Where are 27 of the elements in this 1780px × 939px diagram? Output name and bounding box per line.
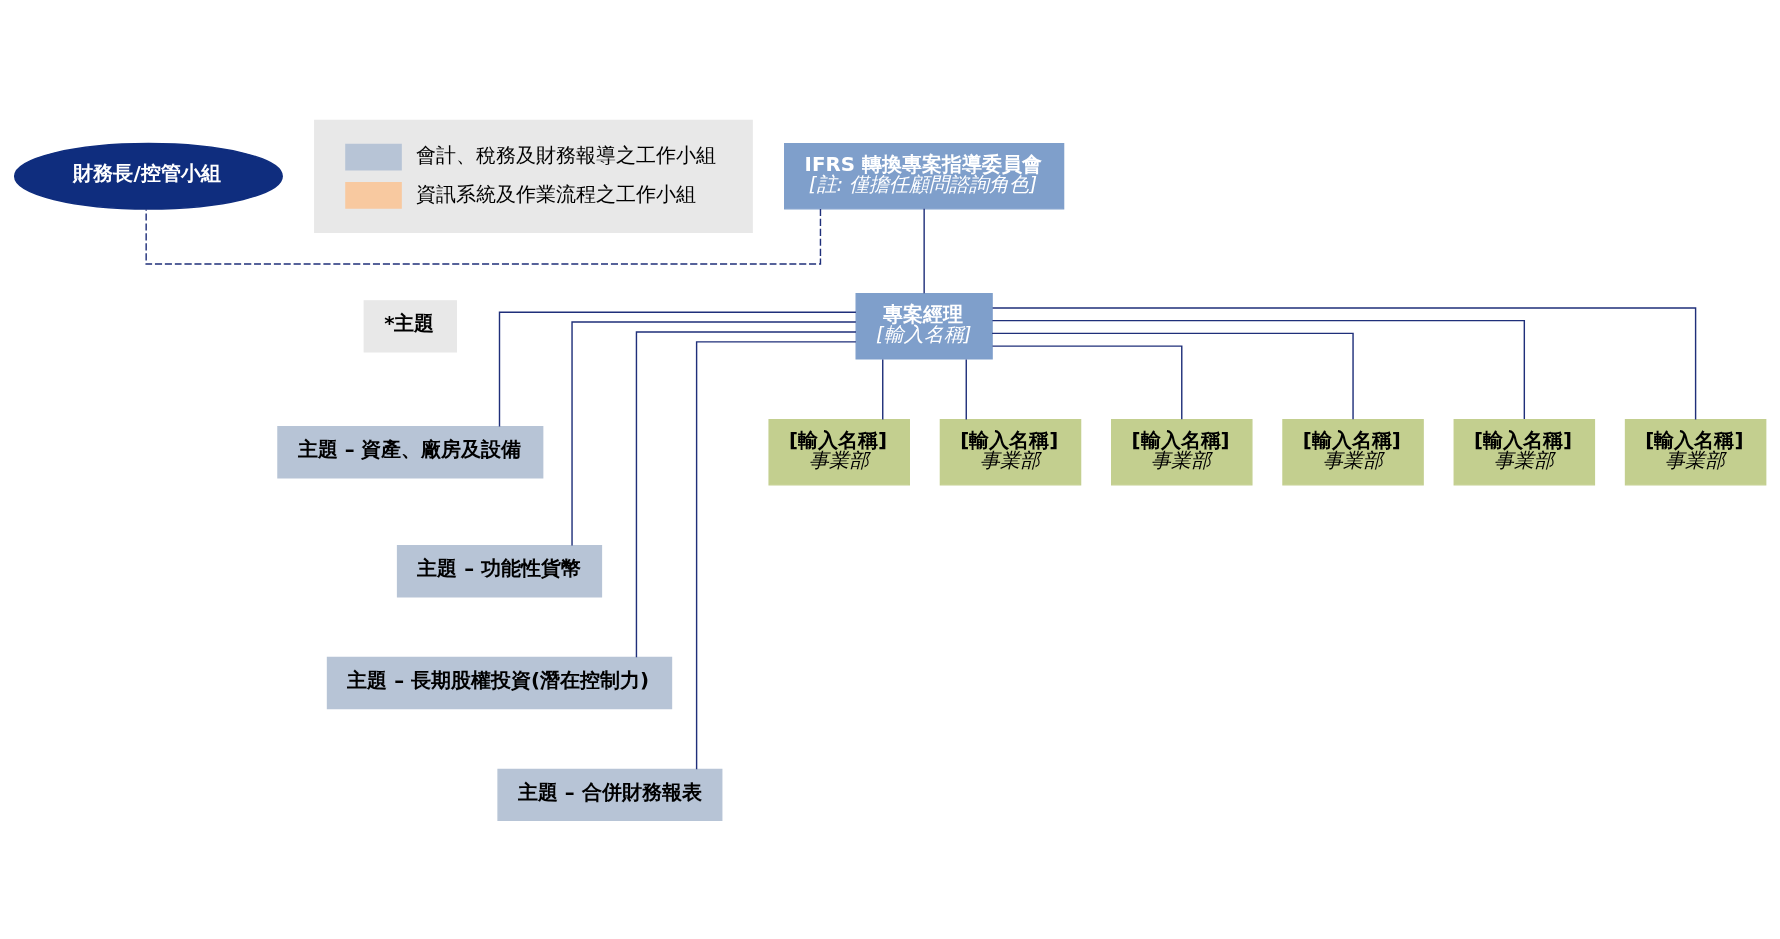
connector (991, 344, 1183, 420)
connector (965, 358, 967, 420)
legend-label: 會計、稅務及財務報導之工作小組 (415, 143, 716, 167)
node-box: [輸入名稱] 事業部 (1111, 418, 1253, 486)
connector (923, 207, 925, 294)
connector (635, 330, 857, 658)
connector (991, 306, 1697, 420)
node-box: 專案經理 [輸入名稱] (855, 292, 993, 360)
connector (991, 319, 1526, 420)
connector (571, 320, 857, 546)
node-box: [輸入名稱] 事業部 (1624, 418, 1767, 486)
node-box: 主題 – 合併財務報表 (497, 768, 723, 821)
node-box: [輸入名稱] 事業部 (1282, 418, 1424, 486)
node-box: [輸入名稱] 事業部 (768, 418, 910, 486)
node-ellipse: 財務長/控管小組 (13, 142, 283, 210)
connector (882, 358, 884, 420)
node-box: 主題 – 長期股權投資(潛在控制力) (326, 656, 673, 709)
connector (145, 207, 822, 265)
connector (695, 340, 857, 770)
node-box: [輸入名稱] 事業部 (1453, 418, 1596, 486)
legend-label: 資訊系統及作業流程之工作小組 (415, 182, 696, 206)
node-box: 主題 – 資產、廠房及設備 (277, 425, 544, 478)
node-box: IFRS 轉換專案指導委員會 [註: 僅擔任顧問諮詢角色] (784, 142, 1065, 210)
connector (498, 310, 857, 427)
node-box: [輸入名稱] 事業部 (939, 418, 1082, 486)
connector (991, 332, 1354, 420)
node-box: 主題 – 功能性貨幣 (396, 544, 603, 597)
